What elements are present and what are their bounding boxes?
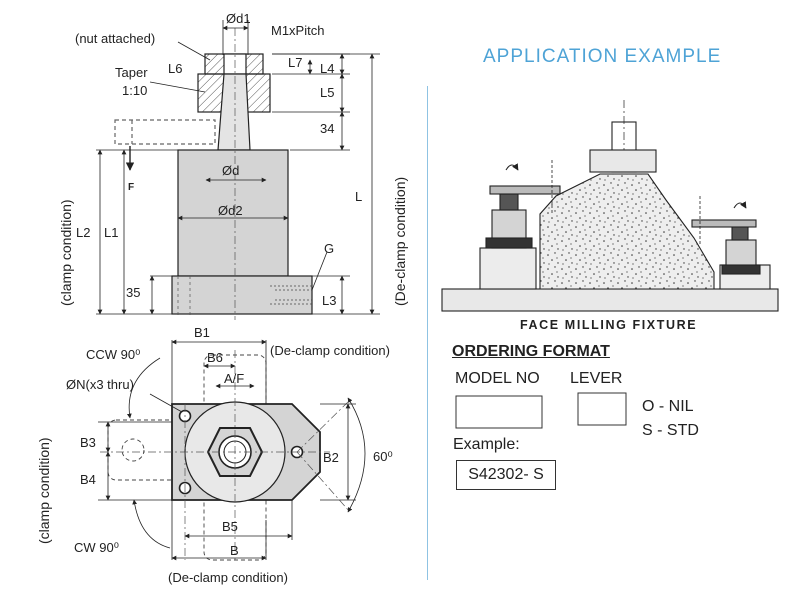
label-60-degree: 60⁰	[373, 449, 393, 464]
label-d1: Ød1	[226, 11, 251, 26]
label-pitch: M1xPitch	[271, 23, 325, 38]
label-d: Ød	[222, 163, 240, 178]
model-no-box	[455, 395, 543, 429]
label-af: A/F	[224, 371, 245, 386]
label-35: 35	[126, 285, 141, 300]
lever-clamp-horizontal	[107, 419, 209, 481]
label-d2: Ød2	[218, 203, 243, 218]
fixture-base-plate	[441, 288, 779, 312]
ordering-format-title: ORDERING FORMAT	[452, 343, 610, 360]
label-l4: L4	[320, 61, 335, 76]
label-b: B	[230, 543, 239, 558]
label-n-holes: ØN(x3 thru)	[66, 377, 134, 392]
g-port	[270, 285, 312, 305]
elevation-view	[96, 20, 380, 320]
base-flange	[171, 275, 313, 315]
label-b5: B5	[222, 519, 238, 534]
label-b1: B1	[194, 325, 210, 340]
application-caption: FACE MILLING FIXTURE	[520, 318, 698, 332]
lever-option-std: S - STD	[642, 422, 699, 439]
ordering-boxes	[455, 392, 627, 429]
workpiece	[539, 173, 715, 290]
section-divider	[427, 86, 428, 580]
label-taper-ratio: 1:10	[122, 83, 148, 98]
label-l1: L1	[104, 225, 119, 240]
label-L: L	[355, 189, 363, 204]
example-label: Example:	[453, 436, 520, 453]
label-b2: B2	[323, 450, 339, 465]
label-l2: L2	[76, 225, 91, 240]
label-b3: B3	[80, 435, 96, 450]
label-clamp-condition-bottom: (clamp condition)	[36, 437, 52, 544]
label-g: G	[324, 241, 335, 256]
lever-option-nil: O - NIL	[642, 398, 694, 415]
label-taper: Taper	[115, 65, 148, 80]
label-declamp-condition-right: (De-clamp condition)	[392, 176, 408, 306]
label-b4: B4	[80, 472, 96, 487]
face-milling-fixture-illustration	[441, 100, 779, 312]
label-clamp-condition-top: (clamp condition)	[58, 199, 74, 306]
plan-view	[98, 339, 366, 561]
label-force: F	[128, 182, 135, 193]
label-l7: L7	[288, 55, 303, 70]
label-declamp-top: (De-clamp condition)	[270, 343, 390, 358]
label-l5: L5	[320, 85, 335, 100]
label-ccw: CCW 90⁰	[86, 347, 141, 362]
rod	[217, 73, 251, 151]
label-b6: B6	[207, 350, 223, 365]
application-title: APPLICATION EXAMPLE	[483, 46, 722, 67]
label-cw: CW 90⁰	[74, 540, 119, 555]
lever-box	[577, 392, 627, 426]
lever-phantom	[114, 119, 216, 145]
model-no-label: MODEL NO	[455, 370, 540, 387]
label-nut-attached: (nut attached)	[75, 31, 156, 46]
cylinder-body	[177, 149, 289, 277]
label-34: 34	[320, 121, 335, 136]
label-l6: L6	[168, 61, 183, 76]
example-value-box: S42302- S	[456, 460, 556, 490]
label-declamp-bottom: (De-clamp condition)	[168, 570, 288, 585]
lever-label: LEVER	[570, 370, 623, 387]
label-l3: L3	[322, 293, 337, 308]
